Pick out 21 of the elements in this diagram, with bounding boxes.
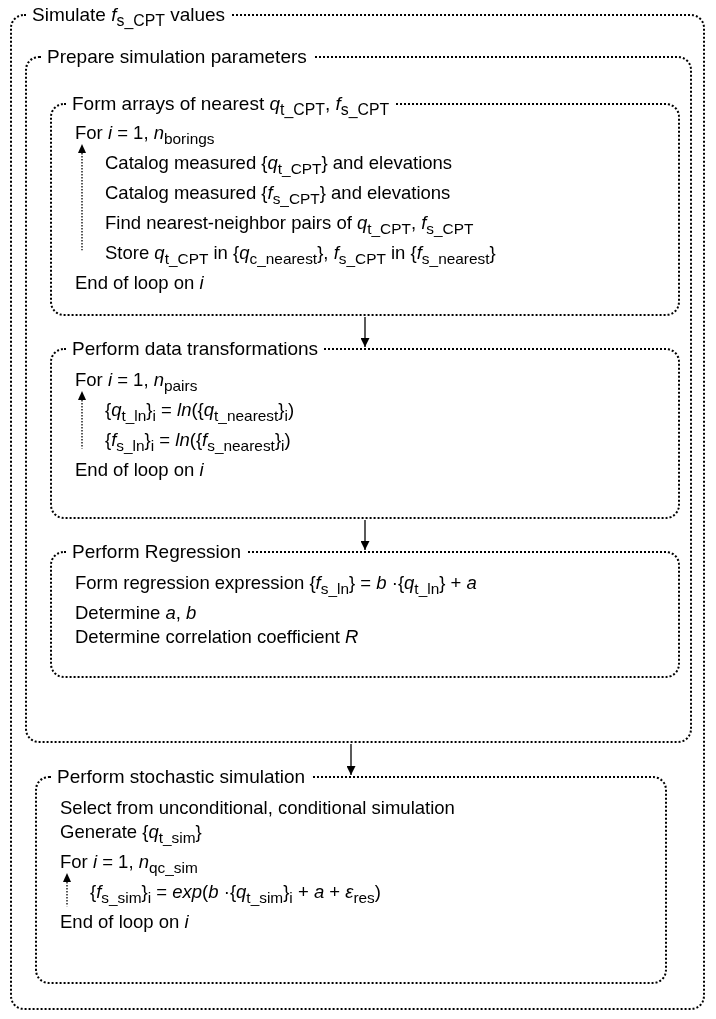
step-text: Form regression expression {f$_{s_ln}$} = b ·{q$_{t_ln}$} + a: [75, 571, 477, 599]
step-text: For i = 1, n$_{qc_sim}$: [60, 850, 199, 878]
arrow: [360, 519, 370, 551]
step-text: {f$_{s_ln}$}$_{i}$ = ln({f$_{s_nearest}$}$_{i}$): [105, 427, 292, 456]
step-text: Select from unconditional, conditional simulation: [60, 796, 455, 820]
step-text: Catalog measured {f$_{s_CPT}$} and elevations: [105, 180, 452, 209]
arrow: [346, 743, 356, 776]
arrow: [360, 316, 370, 348]
step-text: End of loop on i: [60, 910, 190, 935]
step-text: Store q$_{t_CPT}$ in {q$_{c_nearest}$}, f$_{s_CPT}$ in {f$_{s_nearest}$}: [105, 240, 496, 269]
step-text: Determine a, b: [75, 601, 198, 625]
step-text: {f$_{s_sim}$}$_{i}$ = exp(b ·{q$_{t_sim}$}$_{i}$ + a + ε$_{res}$): [90, 880, 382, 908]
step-text: Generate {q$_{t_sim}$}: [60, 820, 203, 848]
step-text: Catalog measured {q$_{t_CPT}$} and elevations: [105, 151, 454, 179]
step-text: Determine correlation coefficient R: [75, 625, 360, 650]
step-text: Find nearest-neighbor pairs of q$_{t_CPT}$, f$_{s_CPT}$: [105, 210, 475, 239]
step-text: End of loop on i: [75, 457, 205, 482]
step-text: {q$_{t_ln}$}$_{i}$ = ln({q$_{t_nearest}$}$_{i}$): [105, 398, 295, 426]
step-text: End of loop on i: [75, 270, 205, 295]
step-text: For i = 1, n$_{pairs}$: [75, 368, 199, 396]
step-text: For i = 1, n$_{borings}$: [75, 121, 216, 149]
